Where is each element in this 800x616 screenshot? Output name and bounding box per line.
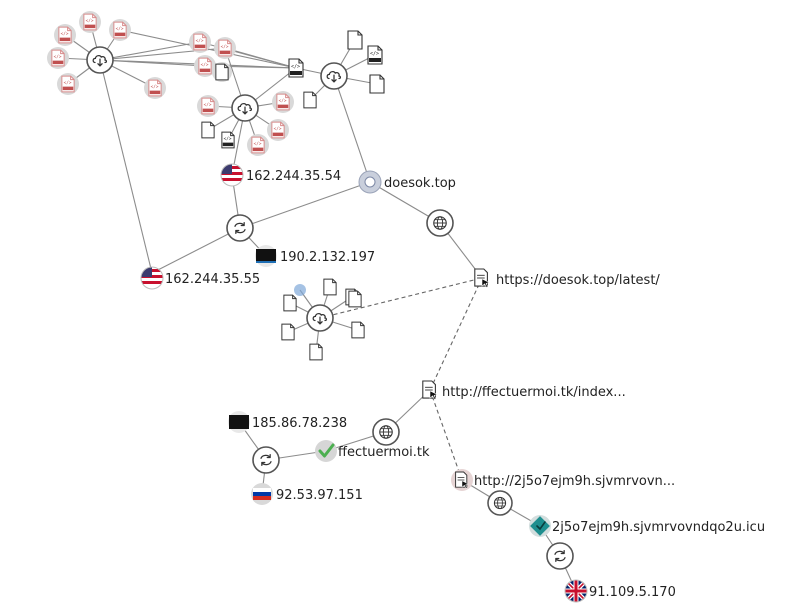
file-icon[interactable]: [212, 62, 232, 82]
us-flag-icon: [140, 266, 164, 290]
node-label: ffectuermoi.tk: [338, 445, 430, 460]
node-label: http://ffectuermoi.tk/index...: [442, 385, 626, 400]
file-icon[interactable]: [369, 74, 385, 94]
black-flag-icon: [255, 245, 277, 267]
edge-dashed: [429, 277, 483, 391]
labeled-nodes: 162.244.35.54 doesok.top 190.2.132.197: [140, 163, 765, 603]
ip-node-162-244-35-55[interactable]: 162.244.35.55: [140, 266, 260, 290]
node-label: http://2j5o7ejm9h.sjvmrvovn...: [474, 474, 675, 489]
download-hub-icon[interactable]: [320, 62, 348, 90]
black-flag-icon: [228, 411, 250, 433]
node-label: 190.2.132.197: [280, 250, 375, 265]
html-file-icon[interactable]: [144, 77, 166, 99]
resolve-cycle-icon[interactable]: [226, 214, 254, 242]
us-flag-icon: [220, 163, 244, 187]
ip-node-190-2-132-197[interactable]: 190.2.132.197: [255, 245, 375, 267]
file-icon[interactable]: [281, 323, 295, 341]
file-icon[interactable]: [345, 288, 362, 308]
url-document-icon: [451, 469, 473, 491]
file-nodes: [47, 11, 385, 361]
download-hub-icon[interactable]: [86, 46, 114, 74]
ip-node-92-53-97-151[interactable]: 92.53.97.151: [251, 483, 363, 505]
ru-flag-icon: [251, 483, 273, 505]
url-node-doesok-latest[interactable]: https://doesok.top/latest/: [474, 268, 661, 288]
edge-dashed: [319, 277, 483, 319]
file-icon[interactable]: [351, 321, 365, 339]
html-file-icon[interactable]: [47, 47, 69, 69]
resolve-cycle-icon[interactable]: [546, 542, 574, 570]
www-globe-icon[interactable]: [372, 418, 400, 446]
html-file-icon[interactable]: [197, 95, 219, 117]
www-globe-icon[interactable]: [487, 490, 513, 516]
teal-domain-icon: [529, 515, 551, 537]
edge: [239, 181, 371, 229]
uk-flag-icon: [564, 579, 588, 603]
url-node-2j5o7[interactable]: http://2j5o7ejm9h.sjvmrvovn...: [451, 469, 675, 491]
www-globe-icon[interactable]: [426, 209, 454, 237]
html-file-icon[interactable]: [272, 91, 294, 113]
download-hub-icon[interactable]: [231, 94, 259, 122]
html-file-icon[interactable]: [189, 31, 211, 53]
html-file-icon[interactable]: [247, 134, 269, 156]
edge: [224, 47, 297, 69]
edge-dashed: [429, 389, 463, 481]
edge: [333, 75, 371, 183]
file-icon[interactable]: [303, 91, 317, 109]
html-file-icon[interactable]: [54, 24, 76, 46]
ip-node-91-109-5-170[interactable]: 91.109.5.170: [564, 579, 676, 603]
html-file-icon[interactable]: [57, 73, 79, 95]
url-document-icon: [474, 268, 490, 288]
ip-node-162-244-35-54[interactable]: 162.244.35.54: [220, 163, 341, 187]
node-label: 91.109.5.170: [589, 585, 676, 600]
domain-node-ffectuermoi[interactable]: ffectuermoi.tk: [315, 440, 430, 462]
ip-node-185-86-78-238[interactable]: 185.86.78.238: [228, 411, 347, 433]
html-file-icon[interactable]: [221, 131, 235, 149]
resolve-cycle-icon[interactable]: [252, 446, 280, 474]
hub-nodes: [86, 46, 574, 570]
domain-node-2j5o7[interactable]: 2j5o7ejm9h.sjvmrvovndqo2u.icu: [529, 515, 765, 537]
edge: [151, 227, 241, 274]
edge: [99, 41, 201, 61]
file-icon[interactable]: [323, 278, 337, 296]
file-icon[interactable]: [309, 343, 323, 361]
node-label: doesok.top: [384, 176, 456, 191]
node-label: 92.53.97.151: [276, 488, 363, 503]
node-label: 185.86.78.238: [252, 416, 347, 431]
url-node-ffectuermoi[interactable]: http://ffectuermoi.tk/index...: [422, 380, 626, 400]
node-label: 2j5o7ejm9h.sjvmrvovndqo2u.icu: [552, 520, 765, 535]
html-file-icon[interactable]: [194, 55, 216, 77]
edge: [99, 59, 153, 274]
html-file-icon[interactable]: [109, 19, 131, 41]
highlight-marker: [294, 284, 306, 296]
html-file-icon[interactable]: [214, 37, 236, 59]
file-icon[interactable]: [347, 30, 363, 50]
file-icon[interactable]: [283, 294, 297, 312]
node-label: https://doesok.top/latest/: [496, 273, 660, 288]
node-label: 162.244.35.55: [165, 272, 260, 287]
download-hub-icon[interactable]: [306, 304, 334, 332]
html-file-icon[interactable]: [367, 45, 383, 65]
green-check-icon: [315, 440, 337, 462]
file-icon[interactable]: [201, 121, 215, 139]
domain-node-doesok[interactable]: doesok.top: [358, 170, 456, 194]
globe-icon: [358, 170, 382, 194]
node-label: 162.244.35.54: [246, 169, 341, 184]
html-file-icon[interactable]: [288, 58, 304, 78]
url-document-icon: [422, 380, 438, 400]
html-file-icon[interactable]: [267, 119, 289, 141]
html-file-icon[interactable]: [79, 11, 101, 33]
